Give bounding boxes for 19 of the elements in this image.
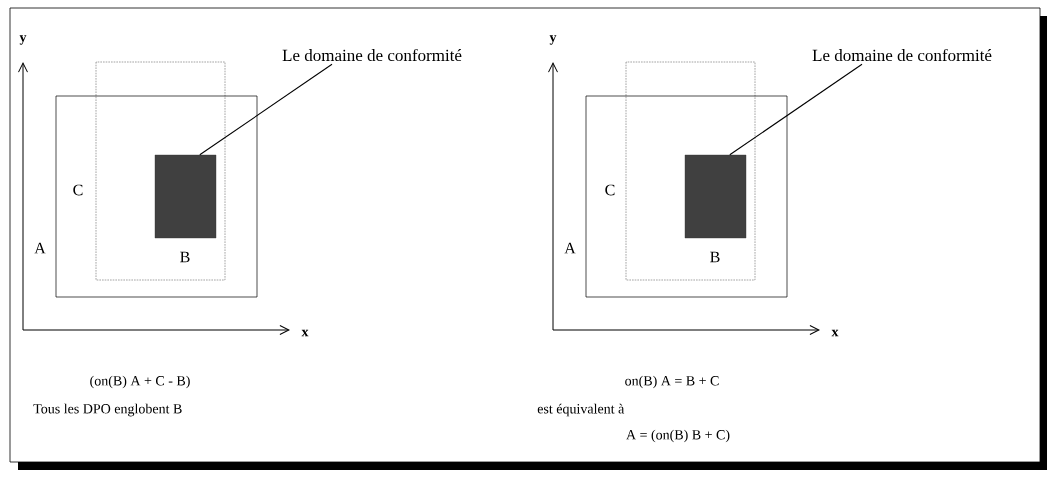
formula-text: A = (on(B) B + C) xyxy=(626,429,730,443)
callout-text: Le domaine de conformité xyxy=(282,48,462,62)
region-letter: A xyxy=(564,242,576,254)
leader-line xyxy=(199,63,333,156)
shaded-rectangle xyxy=(684,154,747,239)
formula-text: (on(B) A + C - B) xyxy=(90,375,190,389)
caption-text: est équivalent à xyxy=(537,403,625,417)
region-letter: C xyxy=(73,184,83,196)
callout-text: Le domaine de conformité xyxy=(812,48,992,62)
axis-label: x xyxy=(301,329,309,337)
leader-line xyxy=(729,63,863,156)
caption-text: Tous les DPO englobent B xyxy=(33,403,182,417)
region-letter: A xyxy=(34,242,46,254)
region-letter: C xyxy=(605,184,615,196)
axis-label: y xyxy=(549,35,557,45)
shaded-rectangle xyxy=(154,154,217,239)
axis-label: x xyxy=(831,329,839,337)
axis-label: y xyxy=(19,35,27,45)
formula-text: on(B) A = B + C xyxy=(625,375,719,389)
